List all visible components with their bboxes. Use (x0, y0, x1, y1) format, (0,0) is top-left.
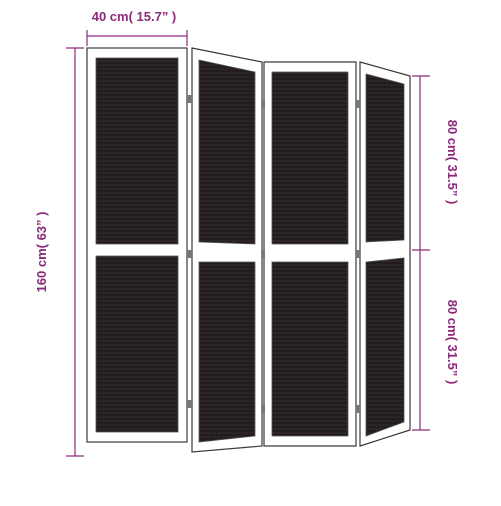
panel-3-upper-weave (271, 71, 349, 245)
hinge-6 (262, 405, 265, 413)
panel-3-lower-weave (271, 261, 349, 437)
height-dimension (66, 47, 84, 457)
panel-1-lower-weave (95, 255, 179, 433)
panel-1-upper-weave (95, 57, 179, 245)
panel-4 (359, 61, 411, 447)
height-label: 160 cm( 63” ) (34, 212, 49, 293)
hinge-5 (262, 250, 265, 258)
hinge-2 (187, 250, 192, 258)
width-label: 40 cm( 15.7” ) (92, 9, 177, 24)
panel-4-upper-weave (365, 73, 405, 243)
half-dimensions (412, 75, 430, 431)
hinges (187, 95, 360, 413)
hinge-8 (356, 250, 360, 258)
panel-2-upper-weave (198, 59, 256, 245)
hinge-7 (356, 100, 360, 108)
hinge-9 (356, 405, 360, 413)
width-dimension (86, 30, 188, 46)
hinge-4 (262, 100, 265, 108)
hinge-3 (187, 400, 192, 408)
panel-3 (263, 61, 357, 447)
panel-1 (86, 47, 188, 443)
panel-2 (191, 47, 263, 453)
upper-half-label: 80 cm( 31.5” ) (445, 120, 460, 205)
lower-half-label: 80 cm( 31.5” ) (445, 300, 460, 385)
panel-2-lower-weave (198, 261, 256, 443)
panel-4-lower-weave (365, 257, 405, 437)
hinge-1 (187, 95, 192, 103)
